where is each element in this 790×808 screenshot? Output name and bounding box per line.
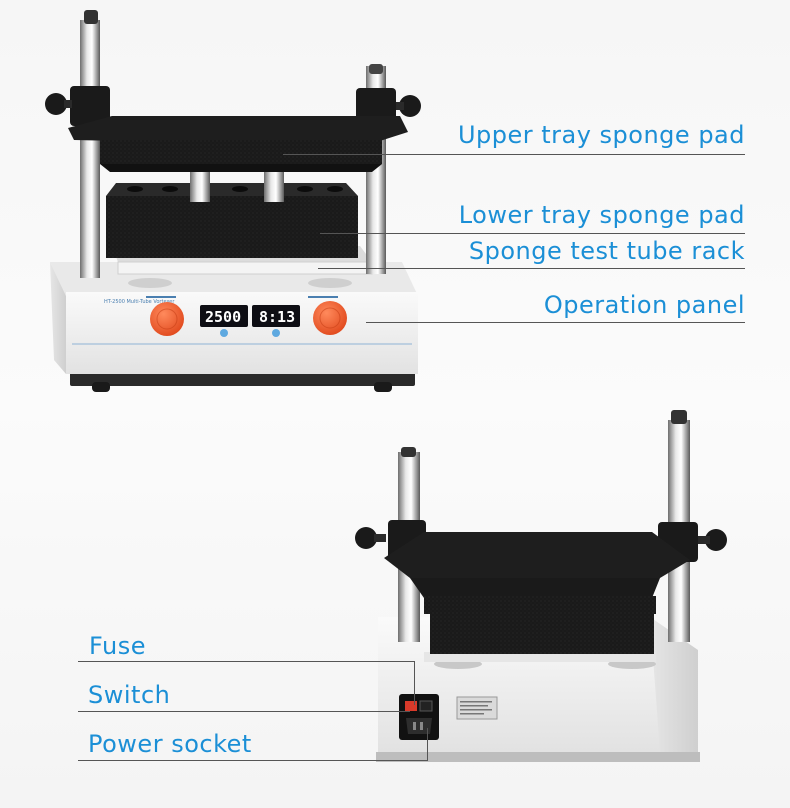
operation-panel-label: Operation panel bbox=[543, 291, 745, 319]
upper-tray-sponge-pad-label: Upper tray sponge pad bbox=[457, 121, 745, 149]
switch-leader-line bbox=[78, 711, 410, 712]
upper-tray-leader-line bbox=[283, 154, 745, 155]
speed-display bbox=[200, 305, 248, 327]
svg-text:HT-2500 Multi-Tube Vortexer: HT-2500 Multi-Tube Vortexer bbox=[104, 299, 175, 305]
speed-knob[interactable] bbox=[150, 302, 184, 336]
speed-button[interactable] bbox=[220, 329, 228, 337]
timer-display-value: 8:13 bbox=[259, 308, 295, 326]
rear-view-machine bbox=[355, 410, 727, 762]
front-view-machine: HT-2500 Multi-Tube Vortexer 2500 8:13 bbox=[45, 10, 421, 392]
tube-rack-leader-line bbox=[318, 268, 745, 269]
power-switch[interactable] bbox=[405, 701, 417, 711]
power-socket[interactable] bbox=[406, 718, 432, 734]
lower-tray-leader-line bbox=[320, 233, 745, 234]
power-socket-label: Power socket bbox=[88, 730, 252, 758]
speed-display-value: 2500 bbox=[205, 308, 241, 326]
fuse-leader-drop bbox=[414, 661, 415, 705]
sponge-test-tube-rack-label: Sponge test tube rack bbox=[468, 237, 745, 265]
operation-panel-leader-line bbox=[366, 322, 745, 323]
timer-button[interactable] bbox=[272, 329, 280, 337]
lower-tray-sponge-pad-label: Lower tray sponge pad bbox=[458, 201, 745, 229]
power-socket-leader-line bbox=[78, 760, 428, 761]
timer-display bbox=[252, 305, 300, 327]
power-socket-leader-rise bbox=[427, 728, 428, 761]
timer-knob[interactable] bbox=[313, 301, 347, 335]
fuse-label: Fuse bbox=[89, 632, 146, 660]
switch-label: Switch bbox=[88, 681, 171, 709]
nameplate bbox=[456, 696, 498, 720]
fuse-holder[interactable] bbox=[419, 700, 433, 712]
fuse-leader-line bbox=[78, 661, 415, 662]
